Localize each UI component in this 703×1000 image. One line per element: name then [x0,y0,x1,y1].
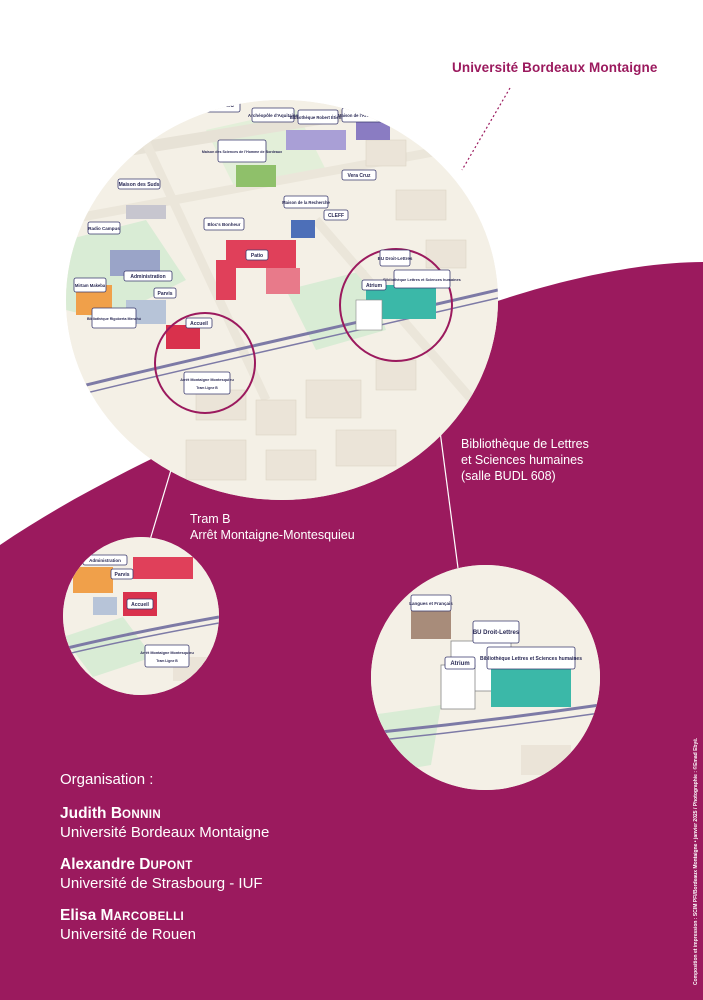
tag-tram-ligne-b-small: Tram Ligne B [156,659,178,663]
library-caption: Bibliothèque de Lettres et Sciences huma… [461,436,589,484]
tag-bib-lettres-sh-small: Bibliothèque Lettres et Sciences humaine… [480,656,582,662]
tram-caption: Tram B Arrêt Montaigne-Montesquieu [190,511,355,543]
tag-bloc-bonheur: Bloc's Bonheur [207,222,240,227]
tag-patio: Patio [251,253,263,259]
tag-mirtam: Mirtam Makeba [75,283,106,288]
tag-bu-droit-lettres-small: BU Droit-Lettres [473,630,520,636]
tag-archeopole: Archéopôle d'Aquitaine [248,113,299,118]
tram-caption-line1: Tram B [190,512,231,526]
tag-robert-etienne: Bibliothèque Robert Étienne [290,115,347,120]
tag-arret-montaigne: Arrêt Montaigne Montesquieu [180,378,234,382]
library-caption-line1: Bibliothèque de Lettres [461,437,589,451]
tram-caption-line2: Arrêt Montaigne-Montesquieu [190,528,355,542]
tag-msh: Maison des Sciences de l'Homme de Bordea… [202,150,282,154]
tag-rigoberta: Bibliothèque Rigoberta Menchú [87,317,141,321]
tag-arret-montaigne-small: Arrêt Montaigne Montesquieu [140,651,194,655]
tag-tram-ligne-b: Tram Ligne B [196,386,218,390]
tag-parvis: Parvis [157,291,172,297]
tag-atrium-small: Atrium [450,661,469,667]
tag-bib-lettres-sh: Bibliothèque Lettres et Sciences humaine… [383,278,460,282]
ring-library [339,248,453,362]
library-caption-line3: (salle BUDL 608) [461,469,556,483]
tag-cleff: CLEFF [328,213,344,219]
tag-maison-suds: Maison des Suds [119,182,160,188]
tag-langues: Langues et Français [409,601,453,606]
print-credits: Composition et impression : SCIM PFI/Bor… [693,737,699,985]
university-label: Université Bordeaux Montaigne [452,60,658,75]
tag-administration-small: Administration [89,558,121,563]
tag-administration: Administration [130,274,165,280]
organiser-1: Judith BONNIN Université Bordeaux Montai… [60,805,269,842]
library-caption-line2: et Sciences humaines [461,453,584,467]
tag-accueil: Accueil [190,321,208,327]
tag-radio-campus: Radio Campus [88,226,120,231]
road [312,217,498,433]
tag-vera-cruz: Vera Cruz [347,173,371,179]
organiser-name: Alexandre DUPONT [60,856,193,873]
ring-tram [154,312,256,414]
tram-stop-detail-map: Administration Parvis Accueil Arrêt Mont… [63,537,219,695]
organiser-affiliation: Université de Strasbourg - IUF [60,875,263,892]
organiser-affiliation: Université de Rouen [60,926,196,943]
organiser-affiliation: Université Bordeaux Montaigne [60,824,270,841]
road [121,100,271,402]
tag-parvis-small: Parvis [114,572,129,578]
tag-bu-droit-lettres: BU Droit-Lettres [378,256,413,261]
tag-atrium: Atrium [366,283,383,289]
organiser-name: Judith BONNIN [60,805,162,822]
pointer-dotted-line [461,87,511,171]
tag-accueil-small: Accueil [131,602,149,608]
organiser-3: Elisa MARCOBELLI Université de Rouen [60,907,196,944]
tag-maison-archeologie: Maison de l'Archéologie [338,113,387,118]
tag-maison-recherche: Maison de la Recherche [282,200,330,205]
organiser-2: Alexandre DUPONT Université de Strasbour… [60,856,263,893]
organisation-title: Organisation : [60,771,154,788]
campus-map-main: Arrêt Le B.E.C Archéopôle d'Aquitaine Bi… [66,100,498,500]
library-detail-map: Langues et Français BU Droit-Lettres Bib… [371,565,600,790]
organiser-name: Elisa MARCOBELLI [60,907,185,924]
